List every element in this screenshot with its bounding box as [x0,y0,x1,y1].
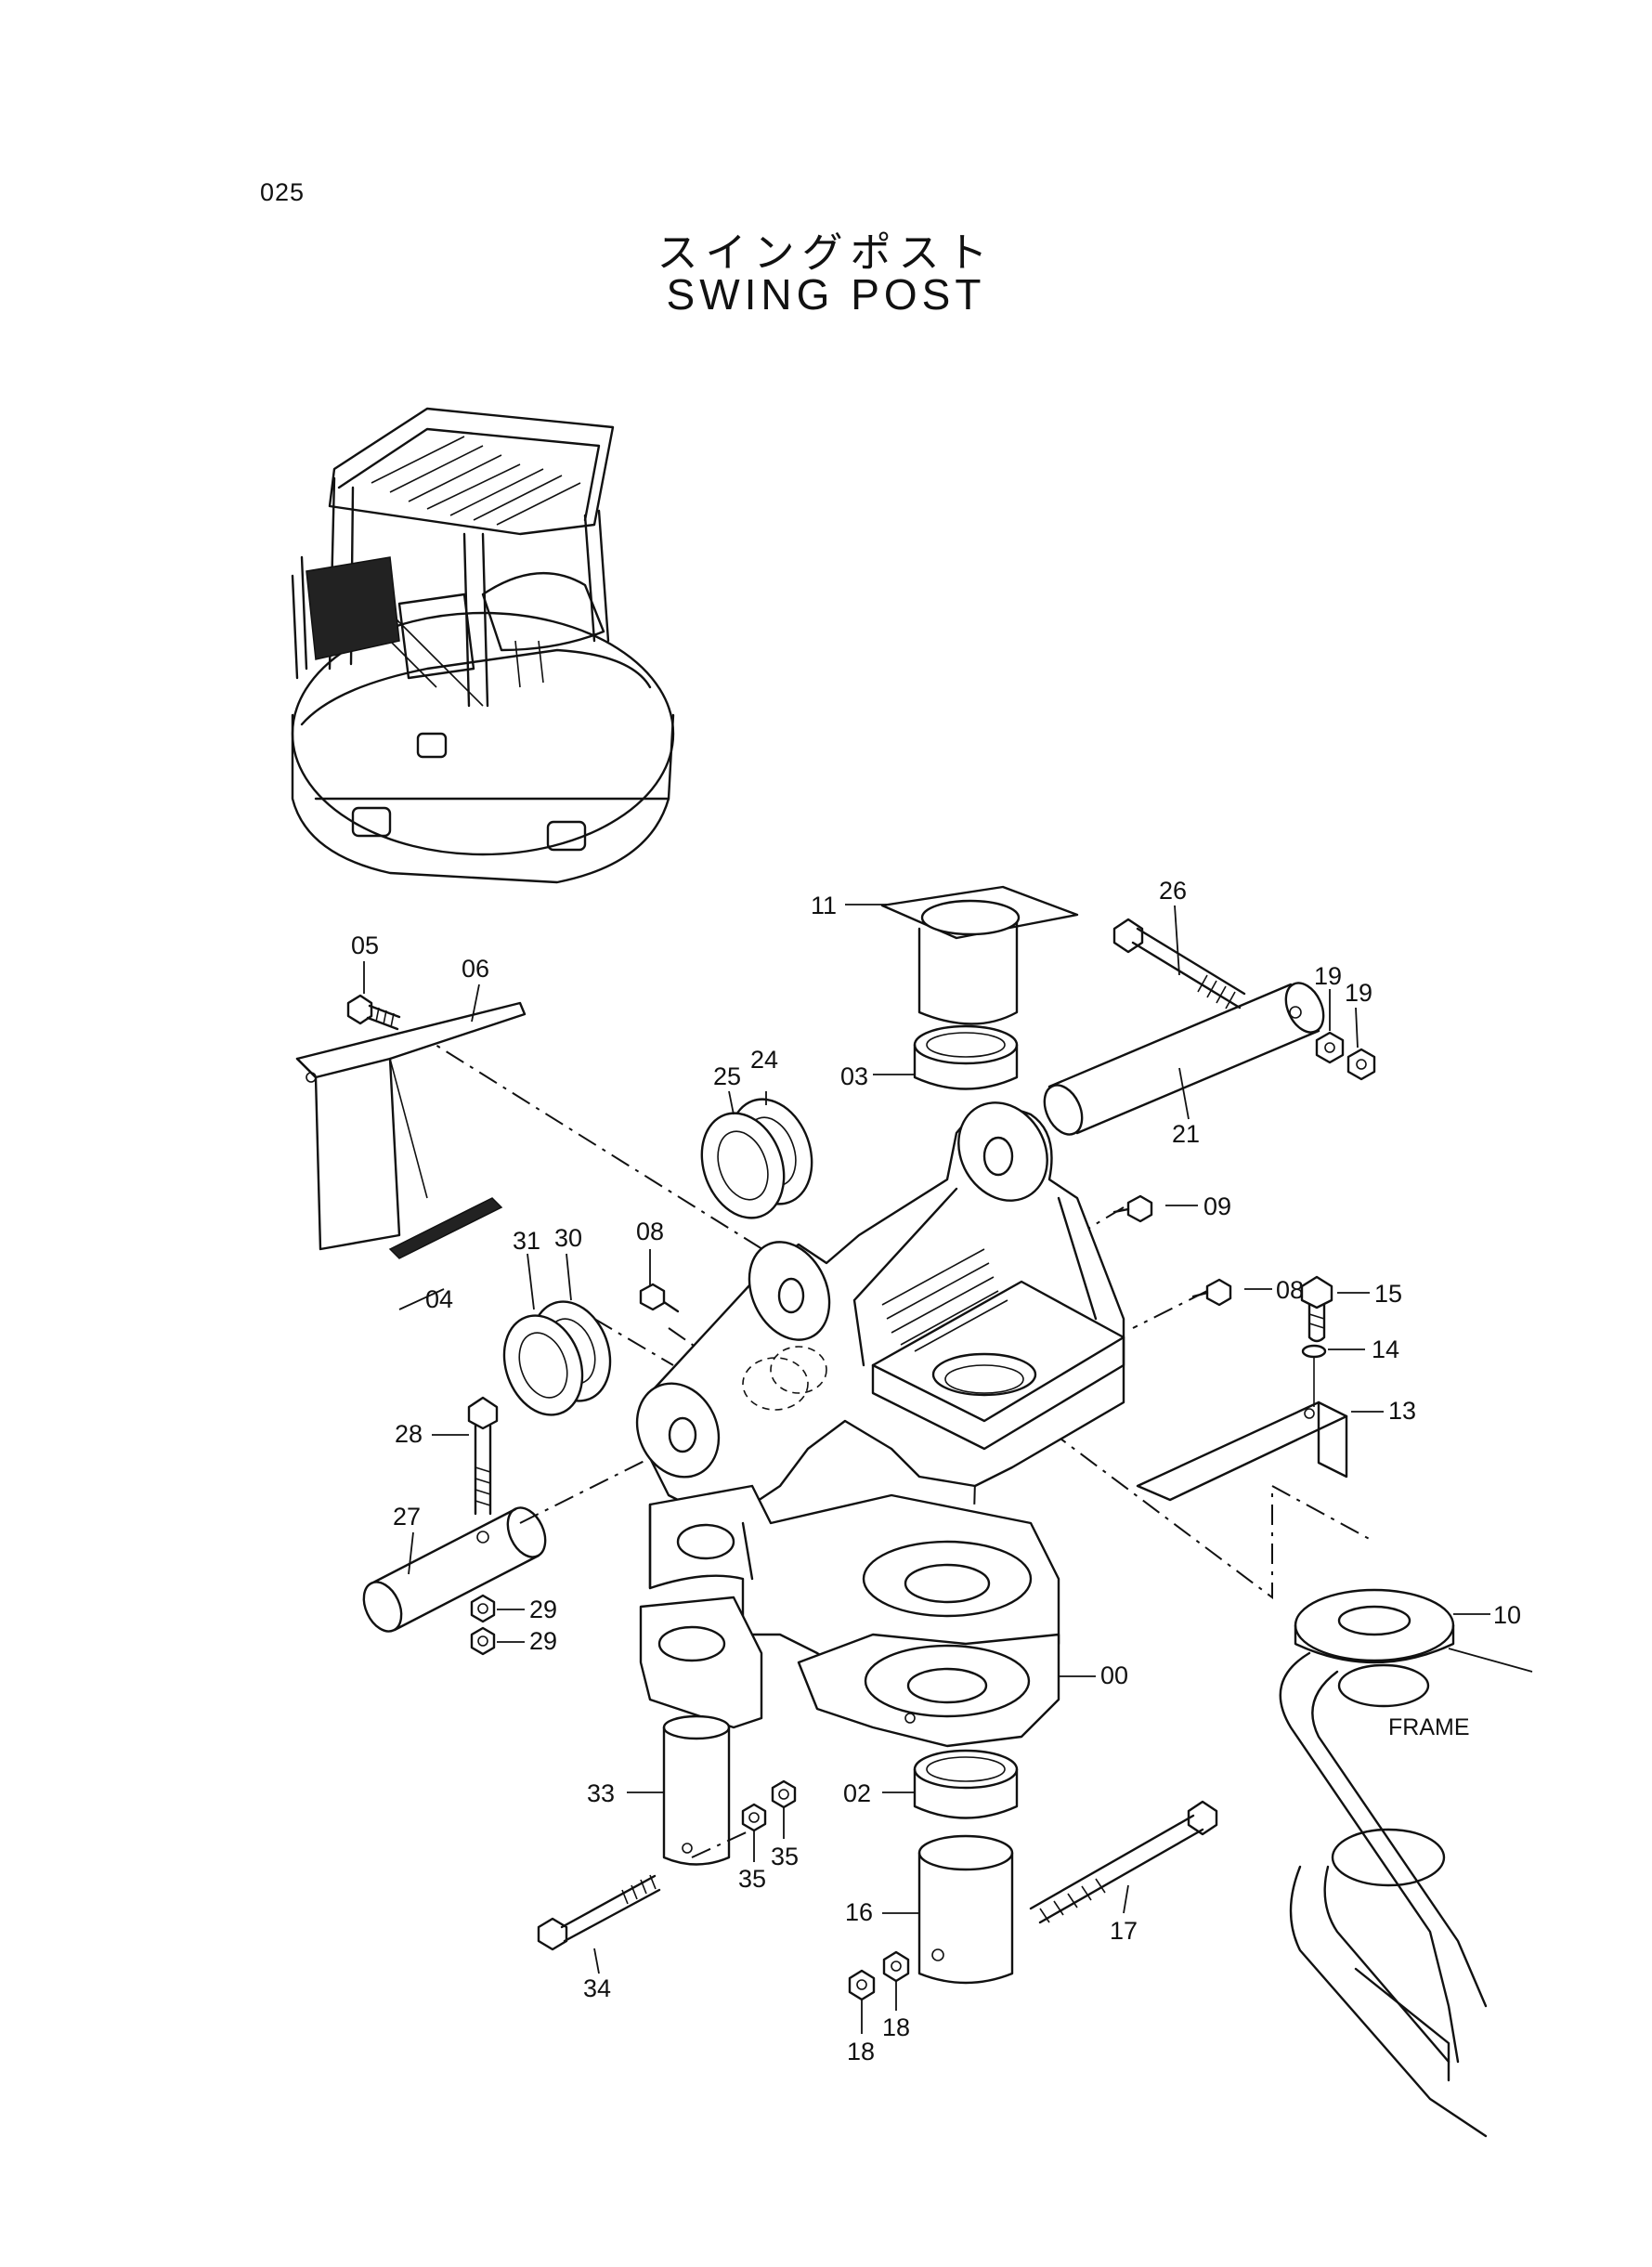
part-05-bolt [346,994,401,1031]
part-15-bolt [1300,1275,1333,1343]
callout-17: 17 [1110,1917,1138,1945]
part-08-09-grease-fittings [639,1194,1232,1313]
callout-18: 18 [847,2038,875,2065]
frame-label: FRAME [1388,1714,1470,1740]
callout-29: 29 [529,1596,557,1623]
callout-numbers: 11 26 19 19 05 06 25 24 03 21 09 31 30 0… [351,877,1521,2065]
callout-03: 03 [840,1062,868,1090]
callout-15: 15 [1374,1280,1402,1308]
callout-29: 29 [529,1627,557,1655]
callout-00: 00 [1100,1661,1128,1689]
callout-35: 35 [771,1843,799,1870]
part-13-plate [1136,1358,1348,1502]
callout-08: 08 [1276,1276,1304,1304]
title-english: SWING POST [666,270,986,319]
callout-04: 04 [425,1285,453,1313]
callout-leader-lines [363,904,1490,2034]
part-35-nuts [741,1779,797,1832]
part-17-bolt [1029,1800,1218,1924]
part-11-flanged-seal [880,885,1079,1025]
callout-27: 27 [393,1503,421,1531]
callout-05: 05 [351,932,379,959]
callout-18: 18 [882,2013,910,2041]
callout-10: 10 [1493,1601,1521,1629]
part-26-bolt [1112,918,1246,1010]
part-19-nuts [1315,1031,1376,1081]
callout-13: 13 [1388,1397,1416,1425]
excavator-overview-illustration [291,407,675,884]
part-03-bushing [913,1024,1019,1090]
callout-33: 33 [587,1779,615,1807]
callout-11: 11 [811,892,837,919]
callout-26: 26 [1159,877,1187,905]
callout-06: 06 [462,955,489,983]
frame-outline [1279,1648,1533,2138]
callout-30: 30 [554,1224,582,1252]
callout-28: 28 [395,1420,423,1448]
callout-14: 14 [1372,1335,1399,1363]
part-21-pin [1043,982,1325,1136]
part-29-nuts [470,1594,496,1656]
part-06-cover [295,1001,527,1251]
callout-25: 25 [713,1062,741,1090]
part-10-seal-ring [1294,1588,1455,1664]
callout-02: 02 [843,1779,871,1807]
part-18-nuts [848,1950,910,2001]
part-04-plate [388,1197,503,1259]
callout-09: 09 [1203,1192,1231,1220]
part-02-bushing [913,1749,1019,1819]
part-14-washer [1301,1344,1327,1359]
callout-08: 08 [636,1218,664,1245]
callout-24: 24 [750,1046,778,1074]
callout-35: 35 [738,1865,766,1893]
callout-19: 19 [1314,962,1342,990]
part-24-25-shims [700,1098,813,1219]
callout-19: 19 [1345,979,1372,1007]
part-27-pin [362,1506,547,1633]
title-japanese: スイングポスト [657,230,995,276]
part-00-swing-post [635,1101,1125,1748]
part-28-bolt [467,1396,499,1516]
callout-21: 21 [1172,1120,1200,1148]
part-34-bolt [537,1874,661,1951]
part-30-31-shims [502,1300,612,1416]
callout-34: 34 [583,1974,611,2002]
callout-31: 31 [513,1227,540,1255]
part-33-pin [662,1714,731,1866]
part-16-pin [917,1834,1014,1985]
page-number: 025 [260,178,306,206]
callout-16: 16 [845,1898,873,1926]
